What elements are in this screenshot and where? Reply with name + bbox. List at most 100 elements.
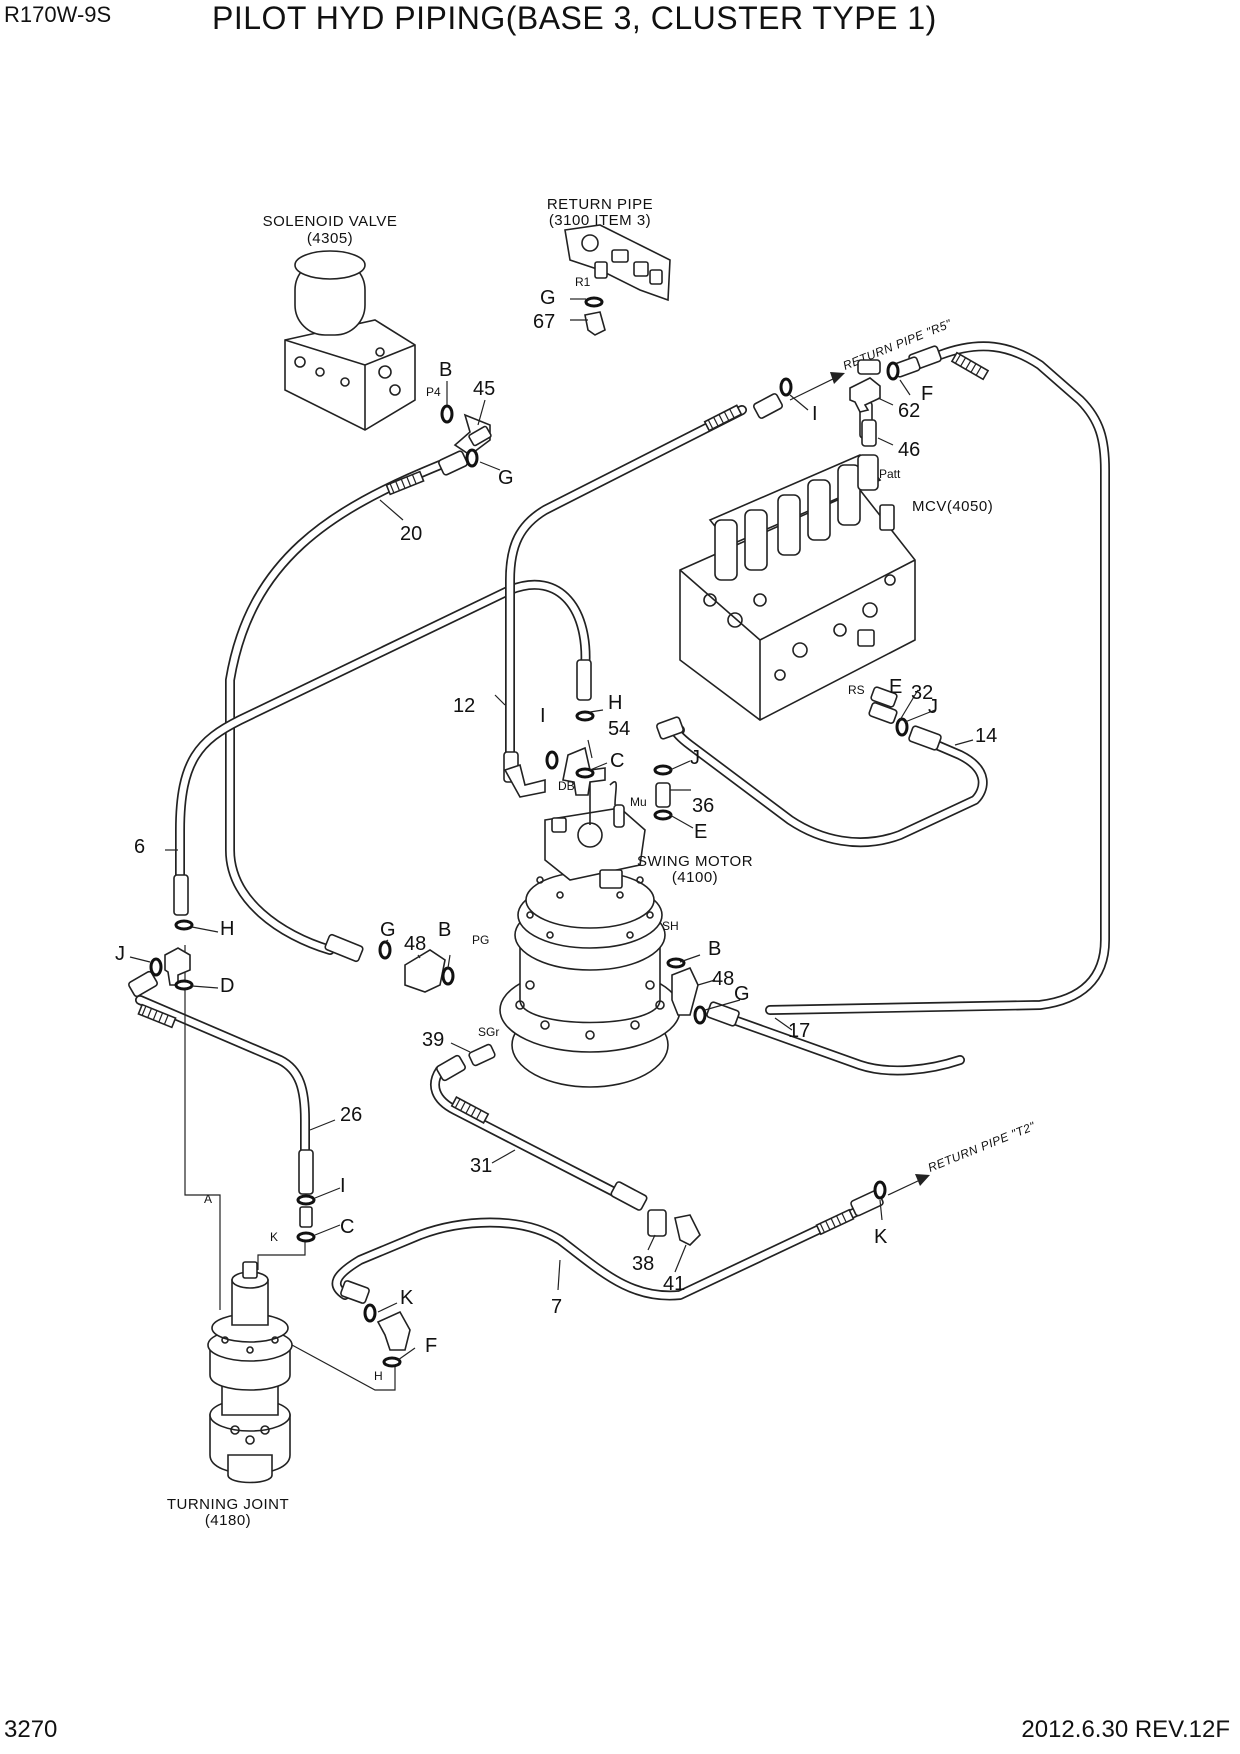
callout-C: C [610,750,624,772]
callout-F: F [425,1335,437,1357]
cap-41 [674,1214,701,1246]
callout-54: 54 [608,718,630,740]
port-patt: Patt [879,467,901,481]
callout-12: 12 [453,695,475,717]
callout-32: 32 [911,682,933,704]
swing-motor-ref: (4100) [672,869,718,886]
fitting-36 [655,782,671,808]
callout-K: K [400,1287,414,1309]
port-mu: Mu [630,795,647,809]
swing-motor-name: SWING MOTOR [637,853,753,870]
callout-38: 38 [632,1253,654,1275]
callout-20: 20 [400,523,422,545]
hose-fittings [128,345,942,1304]
tee-left [164,947,191,986]
callout-J: J [928,696,938,718]
turning-joint-leaders [184,945,396,1391]
return-pipe-t2-label: RETURN PIPE "T2" [926,1119,1038,1175]
page-number: 3270 [4,1716,58,1743]
hose-hatches [137,351,990,1236]
callout-39: 39 [422,1029,444,1051]
port-rs: RS [848,683,865,697]
fitting-38 [647,1209,667,1237]
callout-14: 14 [975,725,997,747]
turning-joint-drawing [207,1261,293,1484]
callout-G: G [498,467,514,489]
tee-48-right [671,966,699,1016]
callout-45: 45 [473,378,495,400]
hose-6 [175,579,591,895]
return-pipe-drawing [564,224,671,336]
hose-12 [505,405,747,770]
callout-67: 67 [533,311,555,333]
solenoid-valve-ref: (4305) [307,230,353,247]
revision-date: 2012.6.30 REV.12F [1021,1716,1230,1743]
port-db: DB [558,779,575,793]
solenoid-valve-drawing [284,250,416,431]
callout-J: J [115,943,125,965]
port-k: K [270,1230,278,1244]
elbow-45-drawing [453,413,492,456]
callout-I: I [812,403,818,425]
callout-B: B [708,938,721,960]
callout-G: G [380,919,396,941]
port-pg: PG [472,933,489,947]
elbow-bottom [376,1310,411,1351]
port-sgr: SGr [478,1025,499,1039]
fitting-26-bottom [299,1206,313,1228]
solenoid-valve-name: SOLENOID VALVE [263,213,398,230]
fitting-12-elbow [503,763,546,798]
callout-48: 48 [712,968,734,990]
callout-K: K [874,1226,888,1248]
callout-H: H [608,692,622,714]
callout-17: 17 [788,1020,810,1042]
return-arrow-r5 [789,372,845,401]
callout-B: B [439,359,452,381]
fitting-32 [868,702,898,724]
callout-C: C [340,1216,354,1238]
return-pipe-name: RETURN PIPE [547,196,653,213]
callout-31: 31 [470,1155,492,1177]
hose-26 [135,995,310,1185]
page-title: PILOT HYD PIPING(BASE 3, CLUSTER TYPE 1) [212,0,937,36]
callout-H: H [220,918,234,940]
callout-D: D [220,975,234,997]
port-h: H [374,1369,383,1383]
callout-E: E [889,676,902,698]
hose-20 [225,460,445,955]
callout-J: J [690,747,700,769]
callout-G: G [734,983,750,1005]
return-arrow-t2 [887,1174,930,1196]
tee-62 [849,377,881,413]
mcv-drawing [679,359,916,721]
callout-labels: B 45 G 20 G 67 I F 62 46 12 I H 54 C J 3… [115,287,997,1357]
callout-26: 26 [340,1104,362,1126]
callout-G: G [540,287,556,309]
turning-joint-ref: (4180) [205,1512,251,1529]
swing-motor-drawing [499,770,681,1088]
fitting-46 [861,419,877,447]
return-pipe-ref: (3100 ITEM 3) [549,212,651,229]
hose-7 [331,1205,865,1301]
o-rings [149,296,909,1368]
hose-17 [715,1010,965,1076]
callout-41: 41 [663,1273,685,1295]
callout-leaders [129,298,974,1361]
elbow-48-left [404,949,446,993]
hose-r5 [765,341,1110,1015]
hose-31 [430,1065,625,1200]
callout-36: 36 [692,795,714,817]
turning-joint-name: TURNING JOINT [167,1496,289,1513]
callout-I: I [340,1175,346,1197]
port-r1: R1 [575,275,591,289]
callout-48: 48 [404,933,426,955]
fitting-39 [468,1043,496,1067]
callout-F: F [921,383,933,405]
callout-B: B [438,919,451,941]
model-number: R170W-9S [4,2,112,27]
port-a: A [204,1192,212,1206]
port-p4: P4 [426,385,441,399]
port-sh: SH [662,919,679,933]
callout-7: 7 [551,1296,562,1318]
